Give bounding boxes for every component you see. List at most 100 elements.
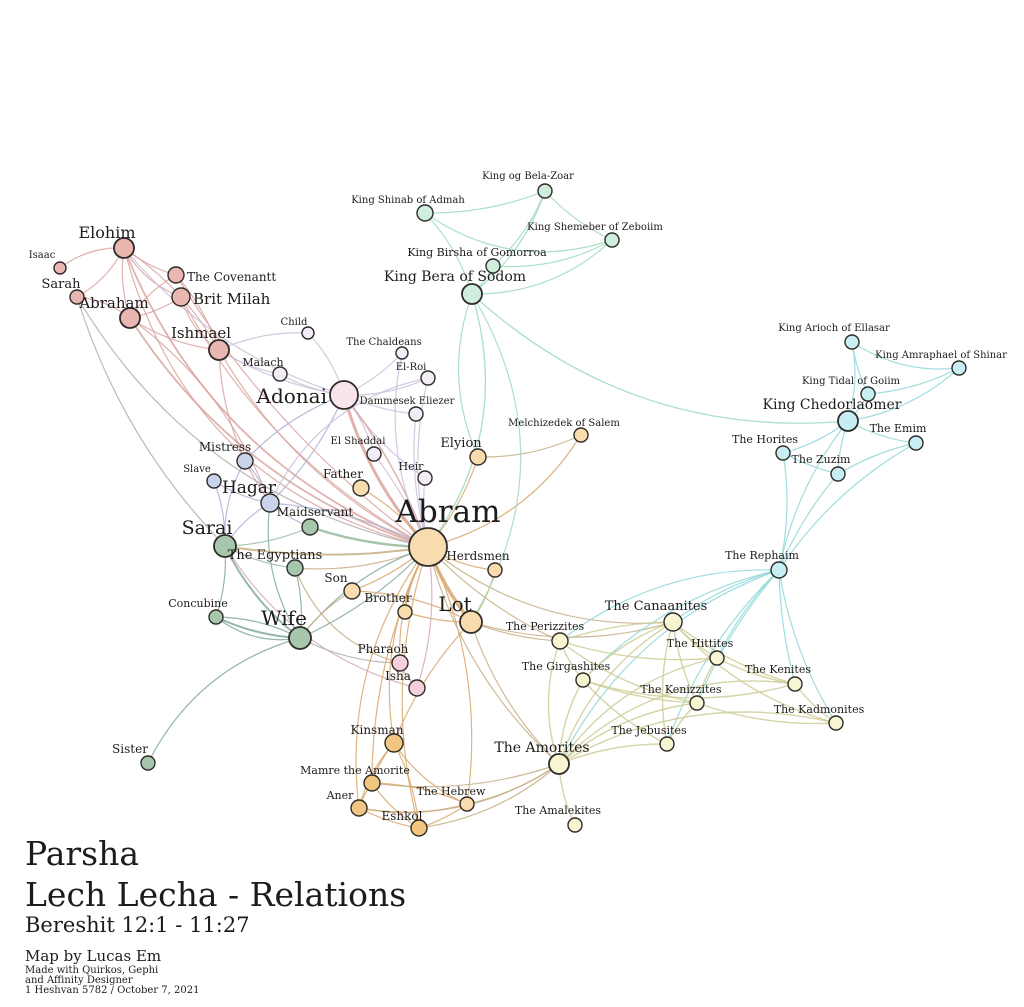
node-tidal: [860, 386, 876, 402]
edge-abram-mamre: [371, 546, 429, 784]
edge-sarai-wife: [224, 545, 301, 639]
edge-bera-shemeber: [471, 239, 613, 295]
edge-canaanites-perizzites: [559, 621, 674, 642]
edge-perizzites-kenizzites: [559, 640, 698, 704]
node-covenant: [167, 266, 185, 284]
credit-date: 1 Heshvan 5782 / October 7, 2021: [25, 985, 200, 996]
node-chedorlaomer: [837, 410, 859, 432]
label-hebrew: The Hebrew: [417, 785, 486, 798]
label-belazoar: King og Bela-Zoar: [482, 171, 574, 182]
label-bera: King Bera of Sodom: [384, 269, 526, 285]
node-zuzim: [830, 466, 846, 482]
edge-mamre-amorites: [371, 763, 560, 788]
edge-abram-melchizedek: [427, 434, 582, 548]
edge-elyion-melchizedek: [477, 434, 582, 458]
node-hittites: [709, 650, 725, 666]
label-sarah: Sarah: [42, 277, 82, 292]
label-mistress: Mistress: [199, 440, 251, 454]
node-lot: [459, 610, 483, 634]
edge-canaanites-kadmonites: [672, 621, 837, 724]
label-brother: Brother: [364, 591, 411, 605]
label-aner: Aner: [326, 789, 355, 802]
node-son: [343, 582, 361, 600]
credit-tools-line1: Made with Quirkos, Gephi: [25, 965, 159, 976]
label-amraphael: King Amraphael of Shinar: [875, 350, 1007, 361]
node-egyptians: [286, 559, 304, 577]
label-sarai: Sarai: [182, 517, 233, 539]
label-kadmonites: The Kadmonites: [774, 703, 865, 716]
node-melchizedek: [573, 427, 589, 443]
label-elyion: Elyion: [440, 436, 482, 451]
edge-bera-chedorlaomer: [471, 293, 849, 424]
label-mamre: Mamre the Amorite: [300, 764, 410, 777]
label-brit: Brit Milah: [193, 290, 271, 308]
label-birsha: King Birsha of Gomorroa: [407, 246, 547, 259]
node-adonai: [329, 380, 359, 410]
edge-ishmael-hagar: [218, 349, 271, 504]
node-sarai: [213, 534, 237, 558]
page-subtitle: Bereshit 12:1 - 11:27: [25, 913, 250, 937]
node-isaac: [53, 261, 67, 275]
node-amorites: [548, 753, 570, 775]
edge-rephaim-amorites: [558, 569, 780, 765]
edge-ishmael-abram: [218, 349, 429, 548]
label-hittites: The Hittites: [667, 637, 734, 650]
edge-bera-elyion: [458, 293, 479, 458]
node-girgashites: [575, 672, 591, 688]
edge-adonai-abram: [343, 394, 429, 548]
label-hagar: Hagar: [222, 478, 277, 498]
label-sister: Sister: [112, 742, 148, 756]
label-malach: Malach: [242, 356, 283, 369]
node-concubine: [208, 609, 224, 625]
edge-emim-zuzim: [837, 442, 917, 475]
edge-shinab-belazoar: [424, 190, 546, 214]
node-birsha: [485, 258, 501, 274]
edge-elroi-abram: [417, 377, 429, 548]
label-herdsmen: Herdsmen: [446, 549, 510, 563]
edge-abram-hebrew: [427, 546, 473, 805]
label-kinsman: Kinsman: [351, 723, 404, 737]
edge-chedorlaomer-amraphael: [847, 367, 960, 422]
node-elshaddai: [366, 446, 382, 462]
edge-elohim-abram: [123, 247, 429, 548]
node-heir: [417, 470, 433, 486]
node-mistress: [236, 452, 254, 470]
label-elroi: El-Roi: [396, 362, 427, 373]
label-perizzites: The Perizzites: [506, 620, 585, 633]
node-shinab: [416, 204, 434, 222]
label-arioch: King Arioch of Ellasar: [778, 323, 890, 334]
edge-sarai-isha: [224, 545, 418, 689]
node-isha: [408, 679, 426, 697]
node-malach: [272, 366, 288, 382]
edge-egyptians-pharaoh: [294, 567, 401, 664]
edge-hebrew-amorites: [466, 763, 560, 805]
node-abraham: [119, 307, 141, 329]
edge-abraham-hagar: [129, 317, 271, 504]
node-herdsmen: [487, 562, 503, 578]
edge-arioch-amraphael: [851, 341, 960, 370]
edge-abram-bera: [427, 293, 487, 548]
edge-emim-rephaim: [778, 442, 917, 571]
node-aner: [350, 799, 368, 817]
edge-rephaim-jebusites: [666, 569, 780, 745]
label-lot: Lot: [438, 592, 471, 616]
edge-eshkol-amorites: [418, 763, 560, 829]
node-elohim: [113, 237, 135, 259]
node-eshkol: [410, 819, 428, 837]
label-dammesek: Dammesek Eliezer: [360, 396, 455, 407]
node-perizzites: [551, 632, 569, 650]
label-slave: Slave: [183, 464, 211, 475]
label-maidservant: Maidservant: [277, 505, 354, 519]
node-kenites: [787, 676, 803, 692]
node-bera: [461, 283, 483, 305]
node-elyion: [469, 448, 487, 466]
label-ishmael: Ishmael: [171, 324, 231, 342]
label-horites: The Horites: [732, 433, 798, 446]
edge-canaanites-kenites: [672, 621, 796, 685]
label-concubine: Concubine: [168, 597, 228, 610]
label-kenizzites: The Kenizzites: [640, 683, 722, 696]
label-isha: Isha: [385, 669, 411, 683]
node-canaanites: [663, 612, 683, 632]
label-girgashites: The Girgashites: [522, 660, 611, 673]
label-canaanites: The Canaanites: [605, 599, 708, 614]
